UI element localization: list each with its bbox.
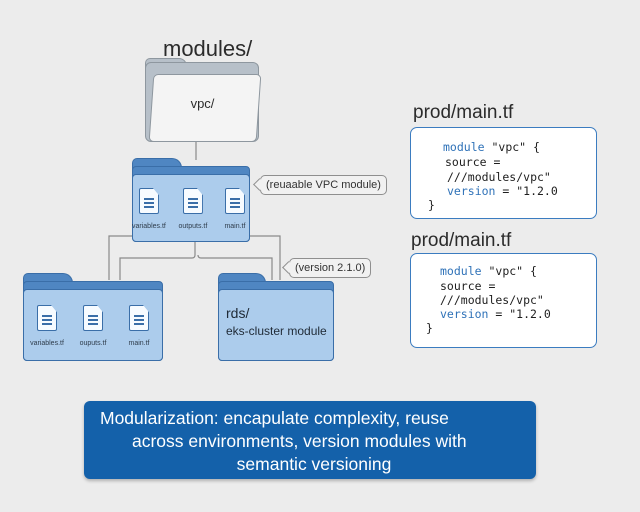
code-line: }: [426, 321, 433, 336]
summary-line-1: Modularization: encapulate complexity, r…: [100, 408, 449, 428]
file-variables[interactable]: variables.tf: [132, 188, 166, 230]
code-line: ///modules/vpc": [447, 170, 551, 185]
file-name: main.tf: [224, 223, 246, 230]
connector-vpc-split-right: [197, 254, 273, 280]
code-text: ///modules/vpc": [440, 293, 544, 307]
summary-line-3: semantic versioning: [236, 454, 392, 474]
code-line: }: [428, 198, 435, 213]
vpc-module-folder[interactable]: variables.tf outputs.tf main.tf: [132, 158, 250, 242]
code-keyword: version: [440, 307, 489, 321]
code-line: source =: [440, 279, 495, 294]
code-line: module "vpc" {: [440, 264, 537, 279]
document-icon: [129, 305, 149, 331]
code-text: = "1.2.0: [488, 307, 551, 321]
code-text: ///modules/vpc": [447, 170, 551, 184]
code-line: module "vpc" {: [443, 140, 540, 155]
file-name: variables.tf: [30, 340, 64, 347]
code-panel-1: module "vpc" { source = ///modules/vpc" …: [410, 127, 597, 219]
file-list: variables.tf outputs.tf main.tf: [132, 188, 250, 230]
code-panel-2-title: prod/main.tf: [411, 230, 512, 251]
file-variables[interactable]: variables.tf: [30, 305, 64, 347]
folder-label: vpc/: [190, 96, 215, 111]
connector-vpc-split: [119, 242, 196, 280]
file-name: ouputs.tf: [79, 340, 107, 347]
summary-banner: Modularization: encapulate complexity, r…: [84, 401, 536, 479]
left-module-folder[interactable]: variables.tf ouputs.tf main.tf: [23, 273, 163, 361]
code-text: }: [428, 198, 435, 212]
code-keyword: module: [443, 140, 485, 154]
file-name: variables.tf: [132, 223, 166, 230]
code-keyword: module: [440, 264, 482, 278]
code-line: version = "1.2.0: [440, 307, 551, 322]
file-list: variables.tf ouputs.tf main.tf: [23, 305, 163, 347]
rds-module-folder[interactable]: rds/ eks-cluster module: [218, 273, 334, 361]
code-line: version = "1.2.0: [447, 184, 558, 199]
code-text: = "1.2.0: [495, 184, 558, 198]
document-icon: [37, 305, 57, 331]
code-text: "vpc" {: [481, 264, 537, 278]
connector-vpc-to-rds-outer: [250, 235, 281, 280]
code-text: source =: [440, 279, 496, 293]
code-line: ///modules/vpc": [440, 293, 544, 308]
version-callout: (version 2.1.0): [289, 258, 372, 278]
file-name: main.tf: [128, 340, 150, 347]
document-icon: [224, 188, 245, 214]
folder-front: [218, 289, 334, 361]
code-panel-1-title: prod/main.tf: [413, 102, 514, 123]
file-name: outputs.tf: [178, 223, 208, 230]
vpc-root-folder[interactable]: vpc/: [145, 58, 262, 142]
connector-vpc-to-left-outer: [108, 235, 132, 280]
code-text: }: [426, 321, 433, 335]
file-outputs[interactable]: ouputs.tf: [76, 305, 110, 347]
rds-folder-title: rds/: [226, 305, 250, 321]
code-panel-2: module "vpc" { source = ///modules/vpc" …: [410, 253, 597, 348]
rds-folder-subtitle: eks-cluster module: [226, 324, 327, 338]
file-main[interactable]: main.tf: [220, 188, 250, 230]
rds-folder-text: rds/ eks-cluster module: [226, 305, 327, 338]
document-icon: [138, 188, 159, 214]
modules-directory-title: modules/: [163, 36, 253, 61]
vpc-module-callout: (reuaable VPC module): [260, 175, 387, 195]
document-icon: [182, 188, 203, 214]
code-keyword: version: [447, 184, 496, 198]
code-line: source =: [445, 155, 500, 170]
file-outputs[interactable]: outputs.tf: [178, 188, 208, 230]
code-text: "vpc" {: [484, 140, 540, 154]
file-main[interactable]: main.tf: [122, 305, 156, 347]
code-text: source =: [445, 155, 501, 169]
document-icon: [83, 305, 103, 331]
summary-line-2: across environments, version modules wit…: [132, 431, 467, 451]
